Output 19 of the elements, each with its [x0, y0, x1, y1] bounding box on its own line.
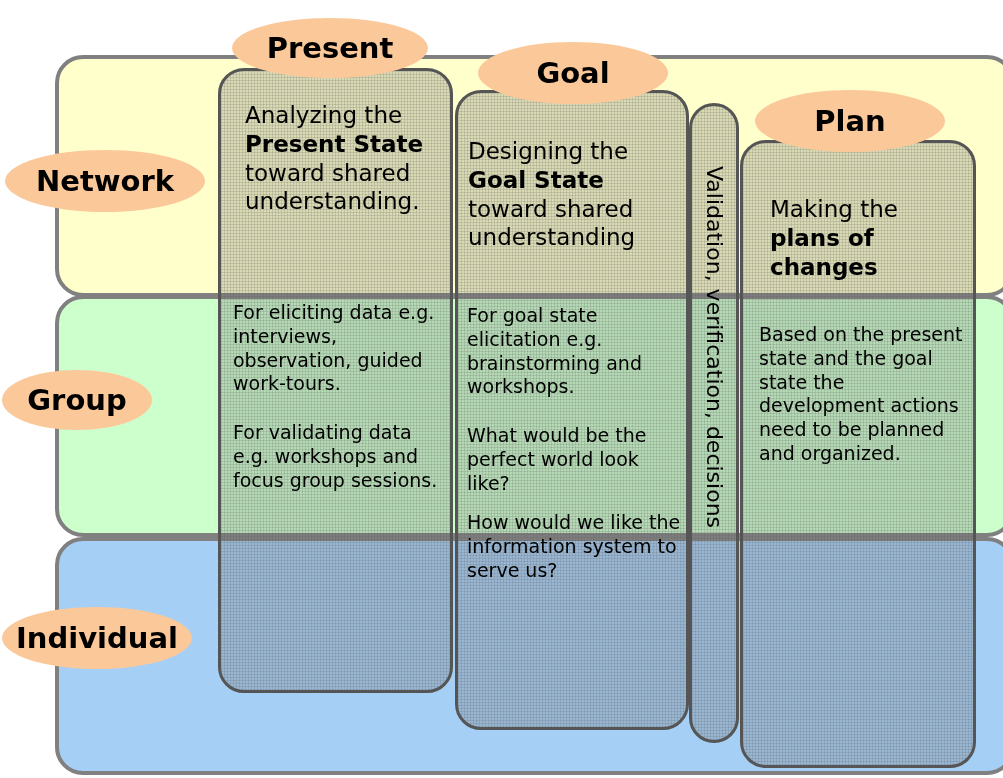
column-panel [689, 103, 739, 743]
column-text: For validating data e.g. workshops and focus group sessions. [233, 421, 439, 493]
heading-oval: Group [2, 370, 152, 430]
column-panel [455, 90, 689, 730]
heading-text: Analyzing the Present State toward shared understanding. [245, 101, 425, 216]
column-text: How would we like the information system to serve us? [467, 511, 682, 583]
column-panel [740, 140, 976, 768]
heading-oval: Individual [2, 607, 192, 669]
column-text: For goal state elicitation e.g. brainstorming and workshops. [467, 304, 643, 399]
heading-oval: Present [232, 18, 428, 78]
column-text: Validation, verification, decisions [700, 166, 728, 529]
heading-text: Making the plans of changes [770, 195, 899, 282]
heading-oval: Plan [755, 90, 945, 152]
column-text: What would be the perfect world look like? [467, 424, 648, 496]
heading-oval: Network [5, 150, 205, 212]
column-panel [218, 68, 453, 693]
column-text: Based on the present state and the goal state the development actions need to be planned and organized. [759, 323, 964, 466]
heading-text: Designing the Goal State toward shared understanding [468, 137, 637, 252]
column-text: For eliciting data e.g. interviews, observation, guided work-tours. [233, 301, 436, 396]
